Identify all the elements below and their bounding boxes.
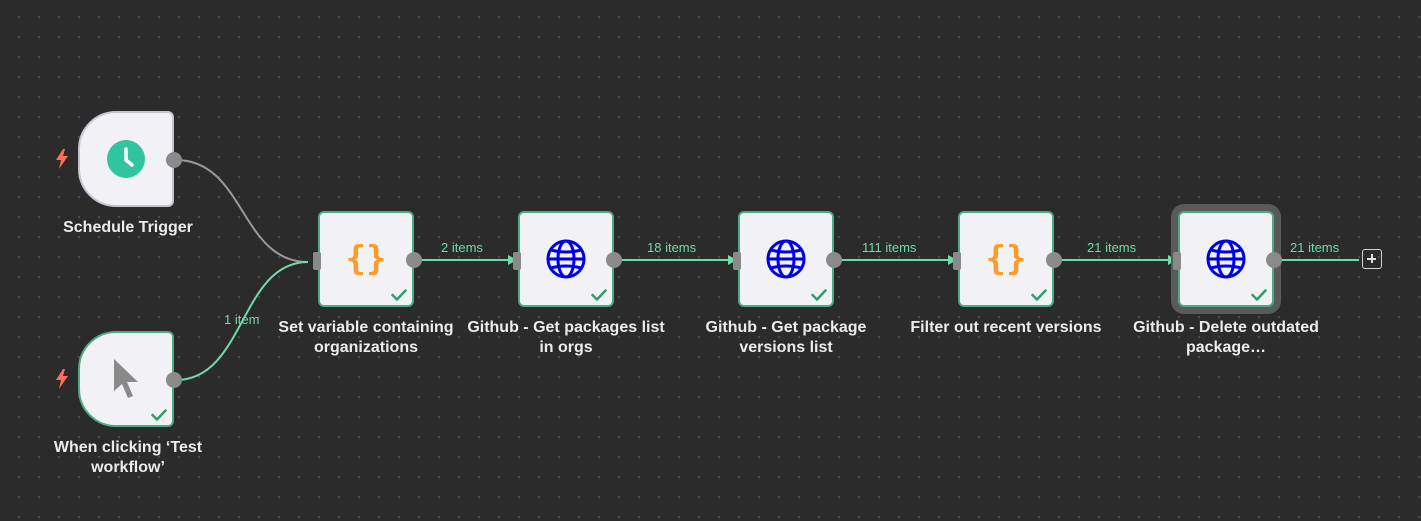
node-delete-outdated[interactable] (1173, 211, 1282, 307)
node-label: Github - Get package versions list (705, 319, 867, 356)
output-port[interactable] (1046, 252, 1062, 268)
success-check-icon (591, 289, 607, 301)
output-port[interactable] (166, 152, 182, 168)
input-port[interactable] (1173, 252, 1181, 270)
node-filter-recent[interactable]: {} (953, 211, 1062, 307)
globe-icon (765, 238, 807, 280)
success-check-icon (151, 409, 167, 421)
node-get-packages[interactable] (513, 211, 622, 307)
edge-label-item-count: 2 items (441, 240, 483, 255)
edge-label-item-count: 21 items (1087, 240, 1137, 255)
node-manual-trigger[interactable] (78, 331, 182, 427)
edge-label-item-count: 1 item (224, 312, 260, 327)
success-check-icon (1251, 289, 1267, 301)
output-port[interactable] (166, 372, 182, 388)
success-check-icon (811, 289, 827, 301)
curly-braces-icon: {} (986, 239, 1027, 279)
curly-braces-icon: {} (346, 239, 387, 279)
success-check-icon (1031, 289, 1047, 301)
node-label: Schedule Trigger (63, 219, 193, 236)
trigger-bolt-icon (55, 369, 69, 389)
node-label: Github - Delete outdated package… (1133, 319, 1319, 356)
node-set-variable[interactable]: {} (313, 211, 422, 307)
output-port[interactable] (606, 252, 622, 268)
globe-icon (545, 238, 587, 280)
node-label: Github - Get packages list in orgs (467, 319, 665, 356)
output-port[interactable] (826, 252, 842, 268)
node-get-versions[interactable] (733, 211, 842, 307)
success-check-icon (391, 289, 407, 301)
input-port[interactable] (733, 252, 741, 270)
edge-label-item-count: 111 items (862, 240, 917, 255)
svg-text:{}: {} (986, 240, 1026, 278)
add-node-plus-icon[interactable] (1362, 249, 1382, 269)
output-port[interactable] (1266, 252, 1282, 268)
node-label: When clicking ‘Test workflow’ (53, 439, 203, 476)
edge-label-item-count: 18 items (647, 240, 697, 255)
globe-icon (1205, 238, 1247, 280)
trigger-bolt-icon (55, 149, 69, 169)
clock-icon (106, 139, 146, 179)
svg-text:{}: {} (346, 240, 386, 278)
node-schedule-trigger[interactable] (78, 111, 182, 207)
input-port[interactable] (513, 252, 521, 270)
connection-schedule-to-set[interactable] (175, 159, 309, 263)
node-label: Set variable containing organizations (278, 319, 454, 356)
cursor-icon (111, 358, 141, 400)
node-label: Filter out recent versions (910, 319, 1102, 336)
output-port[interactable] (406, 252, 422, 268)
edge-label-item-count: 21 items (1290, 240, 1340, 255)
input-port[interactable] (953, 252, 961, 270)
input-port[interactable] (313, 252, 321, 270)
